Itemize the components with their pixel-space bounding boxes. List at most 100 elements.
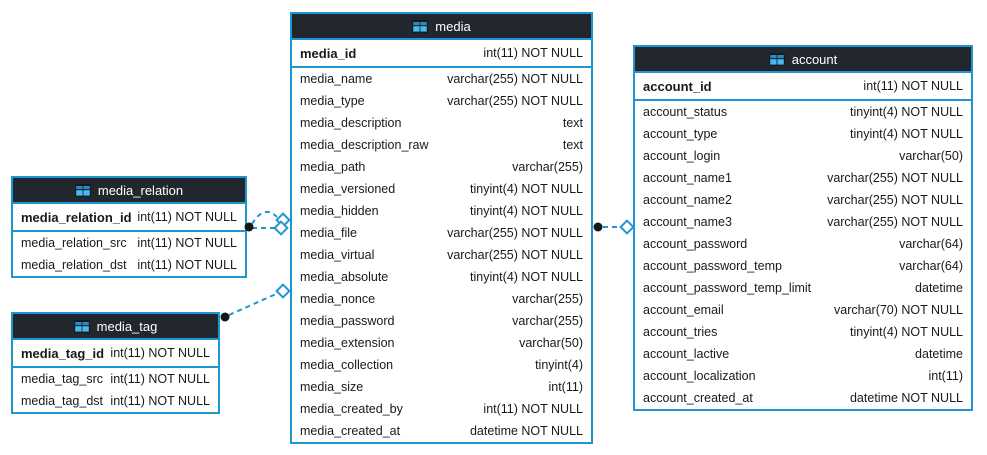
column-row[interactable]: media_versioned tinyint(4) NOT NULL [292, 178, 591, 200]
column-type: int(11) NOT NULL [137, 210, 237, 224]
column-name: account_password [643, 237, 748, 251]
relation-endpoint-dot [220, 312, 230, 322]
column-row[interactable]: media_created_by int(11) NOT NULL [292, 398, 591, 420]
column-type: text [562, 116, 583, 130]
column-name: media_tag_id [21, 345, 105, 361]
column-type: varchar(255) NOT NULL [827, 193, 963, 207]
table-icon [74, 183, 91, 197]
column-name: media_size [300, 380, 364, 394]
relationship-media_relation-media[interactable] [244, 210, 291, 236]
column-row[interactable]: media_nonce varchar(255) [292, 288, 591, 310]
column-row[interactable]: media_collection tinyint(4) [292, 354, 591, 376]
column-row[interactable]: account_email varchar(70) NOT NULL [635, 299, 971, 321]
column-name: media_path [300, 160, 366, 174]
column-name: media_tag_dst [21, 394, 104, 408]
column-type: varchar(255) [512, 314, 583, 328]
table-title: media_tag [96, 318, 158, 334]
column-name: media_relation_dst [21, 258, 127, 272]
relationship-media_tag-media[interactable] [220, 283, 291, 322]
column-row[interactable]: media_absolute tinyint(4) NOT NULL [292, 266, 591, 288]
table-title: media_relation [97, 182, 184, 198]
column-row[interactable]: media_size int(11) [292, 376, 591, 398]
column-name: media_relation_id [21, 209, 132, 225]
column-type: int(11) [548, 380, 583, 394]
column-row[interactable]: account_name2 varchar(255) NOT NULL [635, 189, 971, 211]
column-row[interactable]: media_tag_src int(11) NOT NULL [13, 368, 218, 390]
column-type: int(11) NOT NULL [110, 346, 210, 360]
column-name: media_versioned [300, 182, 396, 196]
column-name: account_lactive [643, 347, 730, 361]
column-name: account_type [643, 127, 718, 141]
column-type: int(11) NOT NULL [483, 46, 583, 60]
column-type: varchar(255) [512, 292, 583, 306]
column-type: tinyint(4) NOT NULL [850, 105, 963, 119]
column-row[interactable]: media_created_at datetime NOT NULL [292, 420, 591, 442]
table-title: account [791, 51, 838, 67]
table-icon [412, 19, 429, 33]
column-row[interactable]: account_status tinyint(4) NOT NULL [635, 101, 971, 123]
table-icon [768, 52, 785, 66]
column-row[interactable]: media_file varchar(255) NOT NULL [292, 222, 591, 244]
column-row[interactable]: account_tries tinyint(4) NOT NULL [635, 321, 971, 343]
table-header-account[interactable]: account [635, 47, 971, 73]
relationship-media-account[interactable] [593, 219, 635, 235]
table-media_relation[interactable]: media_relation media_relation_id int(11)… [11, 176, 247, 278]
column-type: int(11) NOT NULL [863, 79, 963, 93]
table-header-media_tag[interactable]: media_tag [13, 314, 218, 340]
column-type: varchar(255) NOT NULL [827, 215, 963, 229]
column-type: varchar(255) NOT NULL [827, 171, 963, 185]
column-row[interactable]: media_password varchar(255) [292, 310, 591, 332]
column-row[interactable]: media_relation_dst int(11) NOT NULL [13, 254, 245, 276]
column-row[interactable]: media_name varchar(255) NOT NULL [292, 68, 591, 90]
column-row[interactable]: account_password_temp_limit datetime [635, 277, 971, 299]
column-row[interactable]: media_description text [292, 112, 591, 134]
column-type: tinyint(4) NOT NULL [470, 204, 583, 218]
column-row[interactable]: media_virtual varchar(255) NOT NULL [292, 244, 591, 266]
column-row[interactable]: account_login varchar(50) [635, 145, 971, 167]
table-account[interactable]: account account_id int(11) NOT NULL acco… [633, 45, 973, 411]
column-name: account_name1 [643, 171, 732, 185]
column-row[interactable]: account_type tinyint(4) NOT NULL [635, 123, 971, 145]
column-type: int(11) NOT NULL [137, 236, 237, 250]
column-row[interactable]: account_name3 varchar(255) NOT NULL [635, 211, 971, 233]
column-row[interactable]: account_created_at datetime NOT NULL [635, 387, 971, 409]
column-row[interactable]: media_tag_dst int(11) NOT NULL [13, 390, 218, 412]
column-row[interactable]: account_localization int(11) [635, 365, 971, 387]
column-type: int(11) NOT NULL [137, 258, 237, 272]
column-type: varchar(255) NOT NULL [447, 94, 583, 108]
column-row[interactable]: media_description_raw text [292, 134, 591, 156]
table-media[interactable]: media media_id int(11) NOT NULL media_na… [290, 12, 593, 444]
table-header-media[interactable]: media [292, 14, 591, 40]
column-name: media_nonce [300, 292, 376, 306]
column-row[interactable]: media_path varchar(255) [292, 156, 591, 178]
column-row[interactable]: media_type varchar(255) NOT NULL [292, 90, 591, 112]
column-name: account_name2 [643, 193, 732, 207]
pk-row[interactable]: media_id int(11) NOT NULL [292, 40, 591, 68]
pk-row[interactable]: media_tag_id int(11) NOT NULL [13, 340, 218, 368]
column-type: int(11) NOT NULL [110, 394, 210, 408]
column-name: account_login [643, 149, 721, 163]
pk-row[interactable]: account_id int(11) NOT NULL [635, 73, 971, 101]
column-row[interactable]: account_password varchar(64) [635, 233, 971, 255]
column-type: datetime NOT NULL [469, 424, 583, 438]
column-row[interactable]: media_relation_src int(11) NOT NULL [13, 232, 245, 254]
column-row[interactable]: account_lactive datetime [635, 343, 971, 365]
pk-row[interactable]: media_relation_id int(11) NOT NULL [13, 204, 245, 232]
table-media_tag[interactable]: media_tag media_tag_id int(11) NOT NULL … [11, 312, 220, 414]
column-name: account_password_temp_limit [643, 281, 812, 295]
column-row[interactable]: account_name1 varchar(255) NOT NULL [635, 167, 971, 189]
column-name: media_created_at [300, 424, 401, 438]
column-type: varchar(255) NOT NULL [447, 72, 583, 86]
relation-endpoint-diamond [273, 220, 289, 236]
table-header-media_relation[interactable]: media_relation [13, 178, 245, 204]
column-row[interactable]: account_password_temp varchar(64) [635, 255, 971, 277]
column-row[interactable]: media_extension varchar(50) [292, 332, 591, 354]
column-name: media_password [300, 314, 395, 328]
column-name: account_localization [643, 369, 756, 383]
column-row[interactable]: media_hidden tinyint(4) NOT NULL [292, 200, 591, 222]
column-name: media_type [300, 94, 365, 108]
column-type: tinyint(4) NOT NULL [470, 270, 583, 284]
column-name: account_status [643, 105, 728, 119]
column-name: account_name3 [643, 215, 732, 229]
relation-endpoint-diamond [275, 283, 291, 299]
